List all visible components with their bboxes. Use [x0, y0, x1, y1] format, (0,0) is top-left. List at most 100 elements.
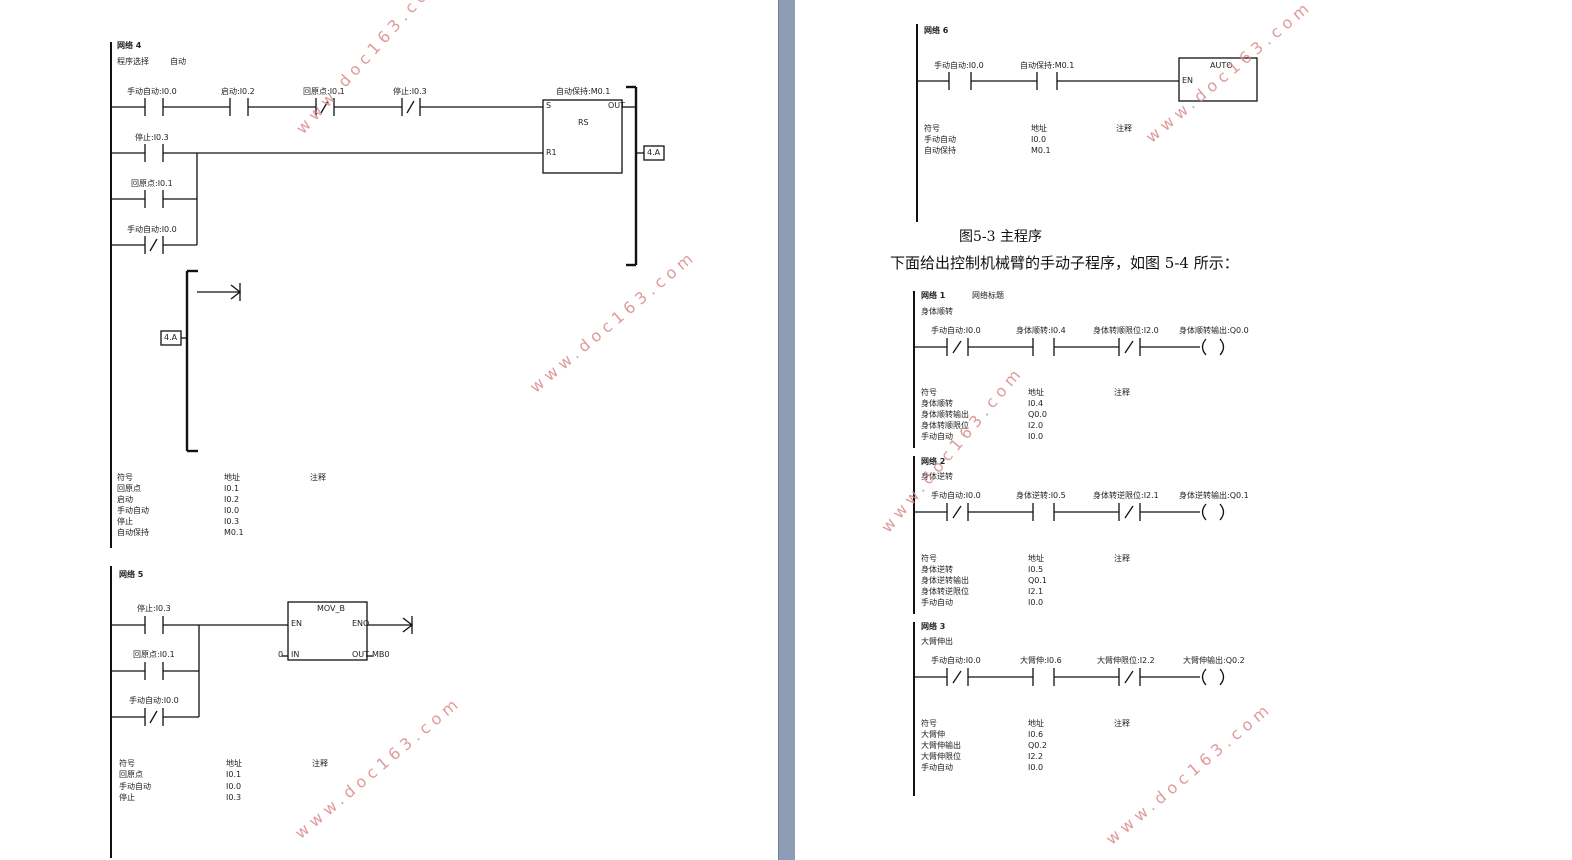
contact-label: 手动自动:I0.0: [931, 491, 981, 500]
contact-label: 回原点:I0.1: [133, 650, 175, 659]
symbol-cell: 启动: [117, 495, 133, 504]
address-cell: I2.2: [1028, 752, 1044, 761]
address-cell: Q0.2: [1028, 741, 1048, 750]
coil-label: 身体顺转输出:Q0.0: [1179, 326, 1249, 335]
symbol-cell: 手动自动: [921, 432, 953, 441]
contact-label: 回原点:I0.1: [303, 87, 345, 96]
address-cell: I2.0: [1028, 421, 1044, 430]
contact-label: 启动:I0.2: [221, 87, 255, 96]
network4-title: 网络 4: [117, 41, 142, 50]
symbol-cell: 大臂伸限位: [921, 752, 961, 761]
address-cell: I0.1: [224, 484, 240, 493]
contact-label: 停止:I0.3: [393, 87, 427, 96]
contact-label: 回原点:I0.1: [131, 179, 173, 188]
mov-eno-pin: ENO: [352, 619, 370, 628]
comment-header: 注释: [1116, 124, 1132, 133]
contact-label: 大臂伸:I0.6: [1020, 656, 1062, 665]
address-cell: I0.0: [1028, 432, 1044, 441]
symbol-cell: 身体顺转输出: [921, 410, 969, 419]
mov-en-pin: EN: [291, 619, 303, 628]
connector-label: 4.A: [647, 148, 661, 157]
comment-header: 注释: [1114, 388, 1130, 397]
address-cell: I0.1: [226, 770, 242, 779]
page-divider: [778, 0, 796, 860]
symbol-header: 符号: [119, 759, 135, 768]
coil-label: 身体逆转输出:Q0.1: [1179, 491, 1249, 500]
symbol-cell: 身体顺转: [921, 399, 953, 408]
address-header: 地址: [1028, 388, 1044, 397]
network4-comment-label: 程序选择: [117, 57, 149, 66]
address-header: 地址: [1028, 554, 1044, 563]
network3-title: 网络 3: [921, 622, 946, 631]
address-cell: M0.1: [224, 528, 244, 537]
symbol-cell: 手动自动: [119, 782, 151, 791]
contact-label: 身体顺转:I0.4: [1016, 326, 1066, 335]
comment-header: 注释: [310, 473, 326, 482]
address-header: 地址: [224, 473, 240, 482]
contact-label: 手动自动:I0.0: [129, 696, 179, 705]
symbol-cell: 停止: [119, 793, 135, 802]
network1-comment: 身体顺转: [921, 307, 953, 316]
symbol-cell: 手动自动: [117, 506, 149, 515]
symbol-header: 符号: [921, 719, 937, 728]
symbol-cell: 手动自动: [921, 598, 953, 607]
network2-title: 网络 2: [921, 457, 946, 466]
comment-header: 注释: [312, 759, 328, 768]
symbol-cell: 回原点: [119, 770, 143, 779]
address-cell: I0.4: [1028, 399, 1044, 408]
connector-label: 4.A: [164, 333, 178, 342]
address-cell: I0.0: [1031, 135, 1047, 144]
contact-label: 手动自动:I0.0: [127, 225, 177, 234]
body-paragraph: 下面给出控制机械臂的手动子程序，如图 5-4 所示：: [890, 254, 1239, 272]
symbol-cell: 自动保持: [117, 528, 149, 537]
contact-label: 身体转逆限位:I2.1: [1093, 491, 1159, 500]
mov-out-pin: OUT: [352, 650, 370, 659]
symbol-cell: 停止: [117, 517, 133, 526]
symbol-cell: 身体逆转: [921, 565, 953, 574]
symbol-cell: 手动自动: [924, 135, 956, 144]
symbol-cell: 手动自动: [921, 763, 953, 772]
contact-label: 手动自动:I0.0: [127, 87, 177, 96]
comment-header: 注释: [1114, 719, 1130, 728]
mov-out-value: MB0: [372, 650, 390, 659]
contact-label: 停止:I0.3: [135, 133, 169, 142]
address-cell: I0.2: [224, 495, 240, 504]
contact-label: 大臂伸限位:I2.2: [1097, 656, 1155, 665]
mov-in-pin: IN: [291, 650, 300, 659]
rs-block-name: RS: [578, 118, 589, 127]
contact-label: 自动保持:M0.1: [1020, 61, 1075, 70]
network3-comment: 大臂伸出: [921, 637, 953, 646]
network1-title: 网络 1: [921, 291, 946, 300]
contact-label: 身体转顺限位:I2.0: [1093, 326, 1159, 335]
address-cell: I0.0: [226, 782, 242, 791]
contact-label: 停止:I0.3: [137, 604, 171, 613]
address-cell: I0.0: [1028, 763, 1044, 772]
network6-title: 网络 6: [924, 26, 949, 35]
symbol-cell: 身体转逆限位: [921, 587, 969, 596]
contact-label: 手动自动:I0.0: [931, 656, 981, 665]
contact-label: 手动自动:I0.0: [934, 61, 984, 70]
mov-block-name: MOV_B: [317, 604, 346, 613]
left-page: 网络 4 程序选择 自动 手动自动:I0.0 启动:I0.2 回原点:I0.1 …: [0, 0, 778, 860]
contact-label: 身体逆转:I0.5: [1016, 491, 1066, 500]
network5-title: 网络 5: [119, 570, 144, 579]
address-cell: M0.1: [1031, 146, 1051, 155]
rs-out-pin: OUT: [608, 101, 626, 110]
address-cell: I2.1: [1028, 587, 1044, 596]
symbol-header: 符号: [117, 473, 133, 482]
symbol-cell: 自动保持: [924, 146, 956, 155]
network2-comment: 身体逆转: [921, 472, 953, 481]
auto-block-name: AUTO: [1210, 61, 1233, 70]
network1-subtitle: 网络标题: [972, 291, 1004, 300]
contact-label: 手动自动:I0.0: [931, 326, 981, 335]
address-cell: Q0.1: [1028, 576, 1048, 585]
address-cell: I0.5: [1028, 565, 1044, 574]
figure-caption: 图5-3 主程序: [959, 229, 1042, 245]
auto-en-pin: EN: [1182, 76, 1194, 85]
symbol-header: 符号: [921, 554, 937, 563]
rs-r1-pin: R1: [546, 148, 557, 157]
symbol-cell: 身体逆转输出: [921, 576, 969, 585]
mov-in-value: 0: [278, 650, 284, 659]
symbol-cell: 大臂伸: [921, 730, 945, 739]
address-cell: I0.6: [1028, 730, 1044, 739]
